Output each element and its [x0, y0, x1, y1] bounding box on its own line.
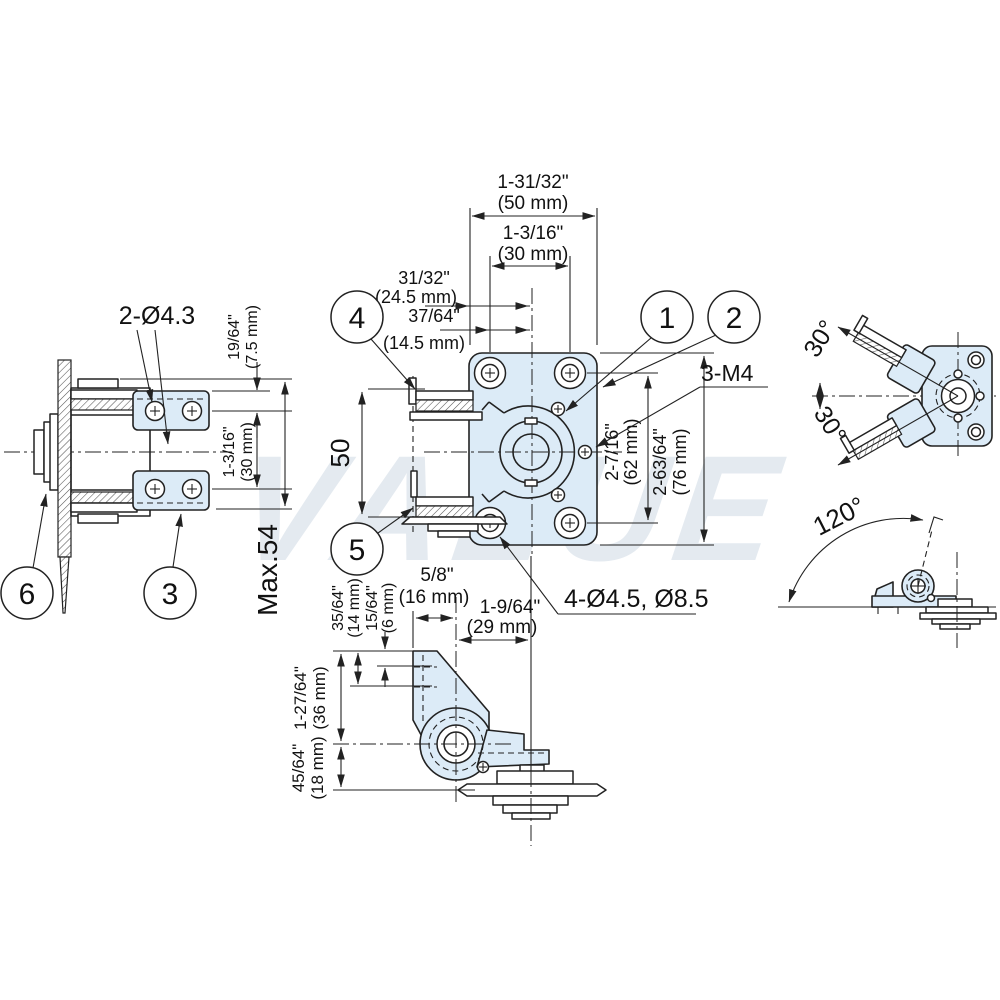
dim-hole-span-in: 1-3/16" — [503, 223, 564, 244]
side-view: 2-Ø4.3 19/64" (7.5 mm) 1-3/16" (30 mm) M… — [4, 302, 292, 616]
dim-base-offset-mm: (18 mm) — [308, 736, 327, 799]
side-hole-callout: 2-Ø4.3 — [119, 302, 195, 330]
dim-width-in: 1-31/32" — [497, 172, 568, 193]
dim-offset-in: 19/64" — [226, 314, 243, 360]
dim-top-offset-b-mm: (6 mm) — [380, 583, 397, 634]
mounting-plate — [468, 352, 598, 546]
dim-height-mm: (36 mm) — [310, 666, 329, 729]
dim-hole-center-in: 37/64" — [408, 306, 459, 326]
swing-view: 120° — [778, 490, 997, 648]
dim-pivot-offset-in: 1-9/64" — [480, 597, 541, 618]
pivot-boss — [481, 401, 576, 503]
upper-bracket — [132, 390, 210, 431]
dim-width-mm: (50 mm) — [498, 193, 569, 214]
lower-bracket — [132, 470, 210, 511]
dim-hole-center-mm: (14.5 mm) — [383, 333, 465, 353]
dim-max-depth: Max.54 — [252, 524, 283, 616]
dim-spacing-mm: (30 mm) — [239, 422, 256, 482]
balloon-6: 6 — [19, 578, 36, 611]
dim-base-offset-in: 45/64" — [289, 744, 308, 793]
front-hole-callout: 4-Ø4.5, Ø8.5 — [564, 585, 709, 613]
balloon-4: 4 — [349, 302, 366, 335]
dim-offset-mm: (7.5 mm) — [244, 305, 261, 369]
front-view: 50 1-31/32" (50 mm) 1-3/16" (30 mm) 31/3… — [325, 172, 768, 615]
dim-top-offset-a-in: 35/64" — [330, 585, 347, 631]
balloon-3: 3 — [162, 578, 179, 611]
folded-arm-top — [408, 377, 483, 421]
rotated-arm-upper — [839, 398, 936, 461]
balloon-1: 1 — [659, 302, 676, 335]
balloon-2: 2 — [726, 302, 743, 335]
mount-flange-stack — [457, 764, 607, 820]
dim-edge-center-mm: (24.5 mm) — [375, 287, 457, 307]
dim-front-offset-in: 5/8" — [420, 565, 453, 586]
dim-hole-span-v-mm: (62 mm) — [621, 419, 641, 486]
dim-arm-pitch: 50 — [325, 439, 355, 468]
dim-hole-span-v-in: 2-7/16" — [602, 423, 622, 480]
dim-spacing-in: 1-3/16" — [221, 426, 238, 477]
m4-holes — [550, 401, 593, 503]
back-plate — [57, 359, 72, 614]
upper-arm — [70, 378, 138, 411]
dim-height-in: 2-63/64" — [650, 428, 670, 495]
thread-callout: 3-M4 — [701, 360, 754, 386]
balloon-5: 5 — [349, 534, 366, 567]
profile-view: 5/8" (16 mm) 1-9/64" (29 mm) 1-27/64" (3… — [289, 556, 607, 846]
dim-edge-center-in: 31/32" — [398, 268, 449, 288]
dim-pivot-offset-mm: (29 mm) — [467, 617, 538, 638]
dim-front-offset-mm: (16 mm) — [399, 587, 470, 608]
dim-hole-span-mm: (30 mm) — [498, 244, 569, 265]
dim-height-in: 1-27/64" — [291, 666, 310, 730]
balloon-callouts: 4 1 2 5 3 6 — [0, 290, 761, 620]
dim-top-offset-b-in: 15/64" — [364, 585, 381, 631]
dim-top-offset-a-mm: (14 mm) — [346, 578, 363, 638]
swing-angle-label: 120° — [808, 490, 870, 541]
rotation-view: 30° 30° — [798, 314, 996, 466]
lower-arm — [70, 491, 138, 524]
dim-height-mm: (76 mm) — [670, 429, 690, 496]
rotated-arm-lower — [852, 314, 936, 394]
upper-angle-label: 30° — [798, 315, 842, 362]
folded-arm-bottom — [401, 470, 508, 538]
